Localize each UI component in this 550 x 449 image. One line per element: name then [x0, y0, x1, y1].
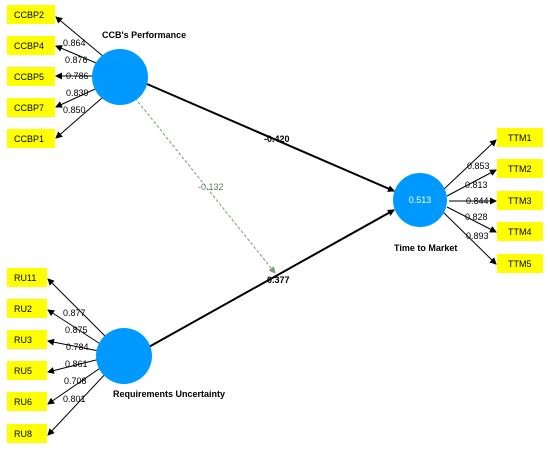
- path-ccb-to-ru-dashed: [134, 97, 276, 274]
- ru-indicators: RU11 RU2 RU3 RU5 RU6 RU8: [7, 268, 47, 443]
- path-ru-to-ttm: [146, 209, 395, 349]
- r-squared-ttm: 0.513: [409, 195, 432, 205]
- loading-ru5: 0.861: [65, 359, 88, 369]
- indicator-ccbp5: CCBP5: [7, 67, 55, 86]
- indicator-ru6: RU6: [7, 392, 47, 411]
- svg-text:RU3: RU3: [14, 335, 32, 345]
- svg-text:TTM2: TTM2: [508, 164, 532, 174]
- loading-ccbp5: 0.786: [66, 71, 89, 81]
- indicator-ccbp7: CCBP7: [7, 98, 55, 117]
- arrow-ttm5: [442, 211, 497, 265]
- construct-ccb[interactable]: [92, 49, 148, 105]
- arrow-ru11: [47, 278, 110, 341]
- arrow-ccbp1: [55, 90, 111, 139]
- svg-text:CCBP1: CCBP1: [14, 134, 44, 144]
- construct-label-ccb: CCB's Performance: [102, 30, 186, 40]
- loading-ru2: 0.875: [65, 325, 88, 335]
- svg-text:RU6: RU6: [14, 397, 32, 407]
- svg-text:RU8: RU8: [14, 429, 32, 439]
- path-coef-ccb-ttm: -0.420: [264, 134, 290, 144]
- loading-ttm2: 0.813: [465, 180, 488, 190]
- indicator-ttm2: TTM2: [497, 159, 543, 178]
- loading-ru3: 0.784: [66, 342, 89, 352]
- loading-ttm1: 0.853: [467, 161, 490, 171]
- indicator-ttm5: TTM5: [497, 254, 543, 273]
- svg-text:RU2: RU2: [14, 304, 32, 314]
- loading-ccbp4: 0.876: [65, 55, 88, 65]
- svg-text:TTM1: TTM1: [508, 133, 532, 143]
- arrow-ccbp2: [55, 16, 111, 63]
- loading-ru11: 0.877: [63, 308, 86, 318]
- path-coef-ru-ttm: 0.377: [267, 275, 290, 285]
- loading-ccbp2: 0.864: [63, 38, 86, 48]
- indicator-ttm3: TTM3: [497, 191, 543, 210]
- loading-ccbp1: 0.850: [63, 105, 86, 115]
- loading-ru6: 0.708: [64, 376, 87, 386]
- loading-ccbp7: 0.839: [66, 88, 89, 98]
- arrow-ru8: [47, 369, 110, 436]
- path-ccb-to-ttm: [146, 83, 395, 192]
- loading-ttm5: 0.893: [466, 231, 489, 241]
- svg-text:CCBP5: CCBP5: [14, 72, 44, 82]
- loading-ru8: 0.801: [63, 394, 86, 404]
- construct-label-ttm: Time to Market: [394, 243, 457, 253]
- arrow-ttm1: [442, 139, 497, 191]
- ccb-loading-labels: 0.864 0.876 0.786 0.839 0.850: [63, 38, 89, 115]
- svg-text:RU5: RU5: [14, 366, 32, 376]
- arrow-ru6: [47, 363, 107, 405]
- indicator-ru2: RU2: [7, 299, 47, 318]
- indicator-ccbp4: CCBP4: [7, 36, 55, 55]
- construct-label-ru: Requirements Uncertainty: [113, 389, 225, 399]
- arrow-ttm4: [446, 206, 497, 233]
- svg-text:TTM4: TTM4: [508, 227, 532, 237]
- arrow-ttm2: [446, 169, 497, 197]
- indicator-ttm4: TTM4: [497, 222, 543, 241]
- arrow-ru3: [47, 338, 105, 353]
- ttm-loading-arrows: [442, 139, 497, 265]
- construct-ru[interactable]: [96, 328, 152, 384]
- indicator-ccbp1: CCBP1: [7, 129, 55, 148]
- indicator-ccbp2: CCBP2: [7, 5, 55, 24]
- loading-ttm4: 0.828: [465, 212, 488, 222]
- svg-text:CCBP4: CCBP4: [14, 41, 44, 51]
- svg-text:CCBP7: CCBP7: [14, 103, 44, 113]
- loading-ttm3: 0.844: [466, 196, 489, 206]
- construct-ttm[interactable]: 0.513: [393, 173, 447, 227]
- ttm-indicators: TTM1 TTM2 TTM3 TTM4 TTM5: [497, 128, 543, 273]
- indicator-ru5: RU5: [7, 361, 47, 380]
- indicator-ttm1: TTM1: [497, 128, 543, 147]
- svg-text:CCBP2: CCBP2: [14, 10, 44, 20]
- indicator-ru8: RU8: [7, 424, 47, 443]
- arrow-ru5: [47, 357, 105, 374]
- ccb-indicators: CCBP2 CCBP4 CCBP5 CCBP7 CCBP1: [7, 5, 55, 148]
- svg-text:TTM5: TTM5: [508, 259, 532, 269]
- ru-loading-arrows: [47, 278, 110, 436]
- svg-text:TTM3: TTM3: [508, 196, 532, 206]
- indicator-ru3: RU3: [7, 330, 47, 349]
- arrow-ru2: [47, 309, 106, 348]
- svg-text:RU11: RU11: [14, 273, 36, 283]
- path-coef-ccb-ru: -0.132: [198, 182, 224, 192]
- ttm-loading-labels: 0.853 0.813 0.844 0.828 0.893: [465, 161, 490, 241]
- indicator-ru11: RU11: [7, 268, 47, 287]
- ru-loading-labels: 0.877 0.875 0.784 0.861 0.708 0.801: [63, 308, 89, 404]
